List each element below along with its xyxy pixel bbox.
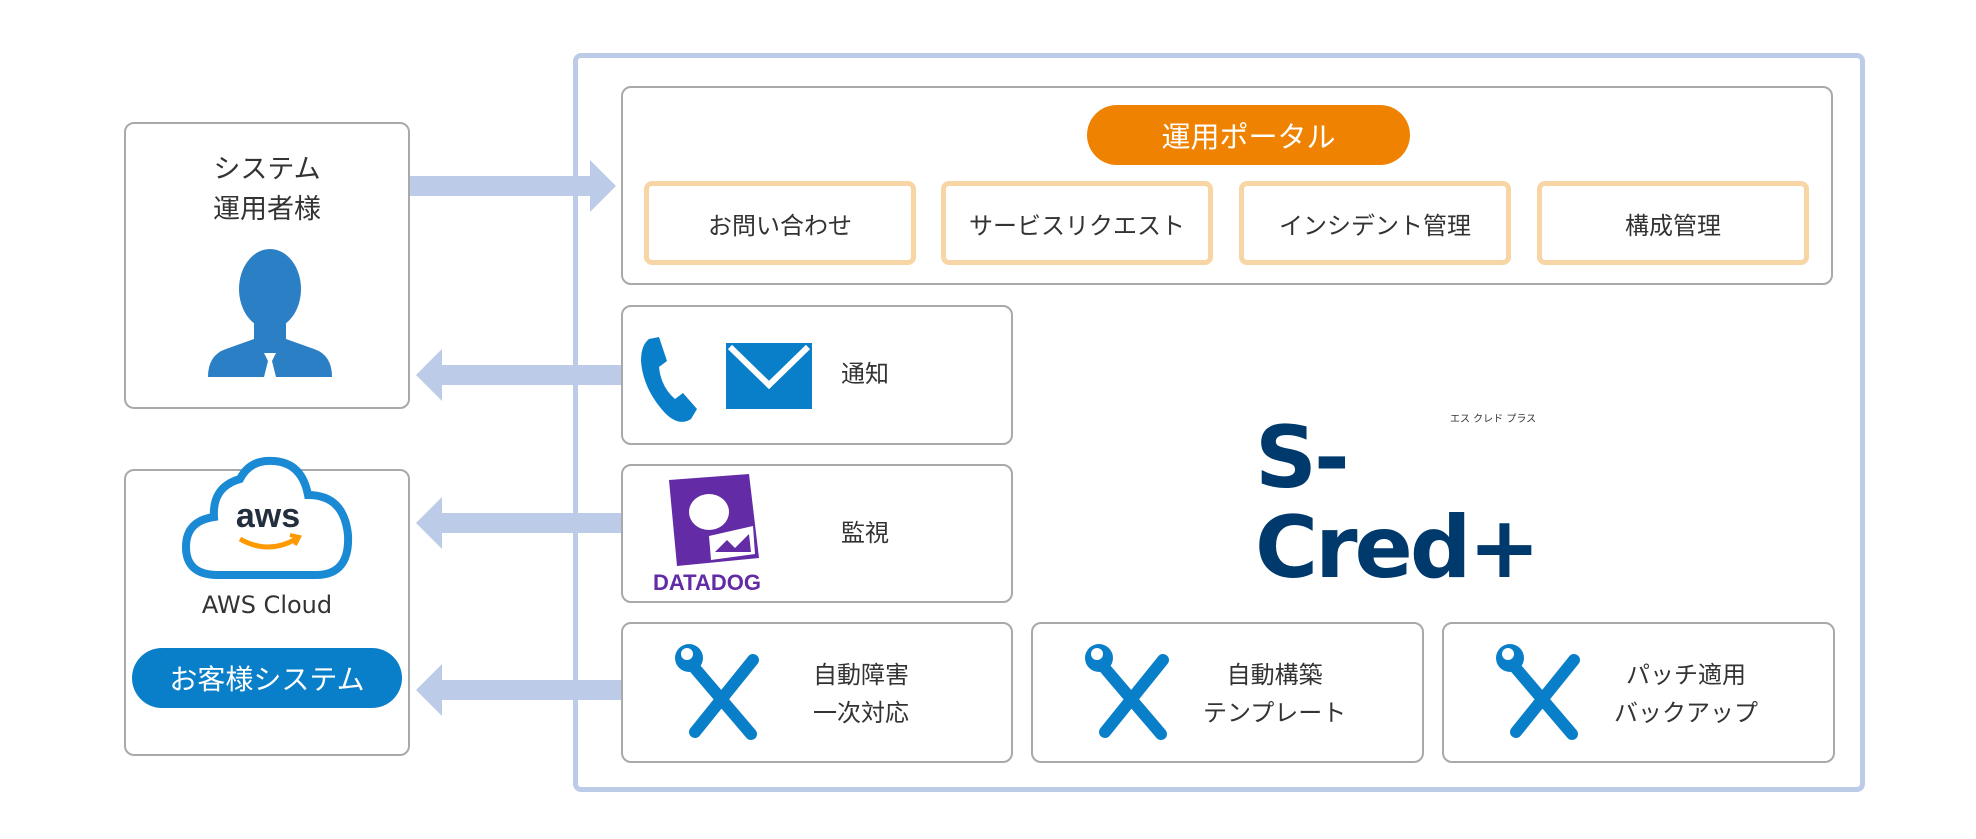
automation-label: 自動障害一次対応: [813, 656, 909, 732]
aws-cloud-label: AWS Cloud: [201, 591, 333, 619]
phone-icon: [641, 337, 697, 422]
automation-box-patch: パッチ適用バックアップ: [1442, 622, 1835, 763]
datadog-wordmark: DATADOG: [653, 570, 761, 595]
automation-line2: 一次対応: [813, 699, 909, 727]
notify-box: 通知: [621, 305, 1013, 445]
aws-logo-text: aws: [236, 497, 300, 535]
person-icon: [208, 249, 332, 377]
s-cred-plus-logo: エス クレド プラス S-Cred+: [1255, 405, 1615, 593]
portal-item-incident: インシデント管理: [1239, 181, 1511, 265]
portal-item-inquiry: お問い合わせ: [644, 181, 916, 265]
automation-box-recovery: 自動障害一次対応: [621, 622, 1013, 763]
tools-icon: [1085, 644, 1169, 740]
portal-item-configuration: 構成管理: [1537, 181, 1809, 265]
monitor-box: DATADOG 監視: [621, 464, 1013, 603]
arrow-to-portal: [410, 160, 616, 212]
automation-label: 自動構築テンプレート: [1203, 656, 1346, 732]
tools-icon: [675, 644, 759, 740]
operator-title-line2: 運用者様: [213, 194, 321, 225]
logo-ruby: エス クレド プラス: [1450, 414, 1537, 425]
automation-line1: パッチ適用: [1626, 661, 1746, 689]
operator-title: システム 運用者様: [126, 150, 408, 230]
customer-system-badge: お客様システム: [132, 648, 402, 708]
logo-text: S-Cred+: [1255, 408, 1540, 598]
monitor-label: 監視: [841, 519, 889, 547]
automation-line2: バックアップ: [1614, 699, 1758, 727]
operator-box: システム 運用者様: [124, 122, 410, 409]
tools-icon: [1496, 644, 1580, 740]
automation-line1: 自動構築: [1226, 661, 1323, 689]
s-cred-frame: [573, 53, 1865, 792]
aws-cloud-icon: aws: [181, 456, 353, 579]
automation-label: パッチ適用バックアップ: [1614, 656, 1758, 732]
datadog-logo-icon: [669, 474, 759, 566]
automation-line2: テンプレート: [1203, 699, 1347, 727]
portal-item-service-request: サービスリクエスト: [941, 181, 1213, 265]
portal-title: 運用ポータル: [1087, 105, 1410, 165]
automation-line1: 自動障害: [813, 661, 909, 689]
notify-label: 通知: [841, 360, 889, 388]
operator-title-line1: システム: [213, 154, 321, 185]
automation-box-build: 自動構築テンプレート: [1031, 622, 1424, 763]
mail-icon: [726, 343, 812, 409]
